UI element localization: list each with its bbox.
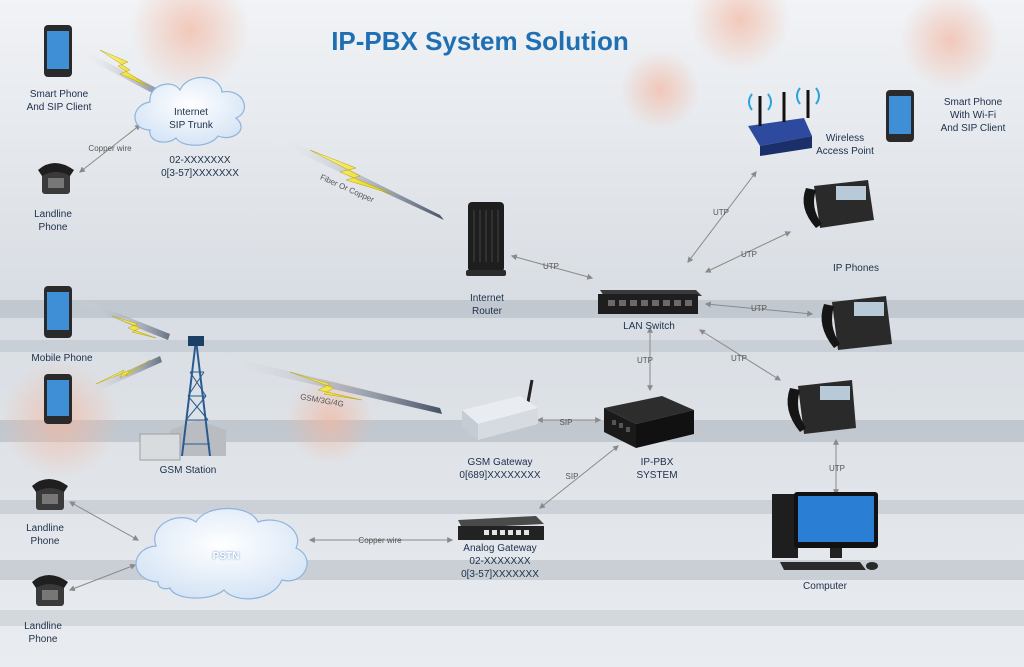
wireless-ap-label: Wireless Access Point (816, 133, 874, 157)
gsm-station-icon (139, 336, 226, 461)
internet-router-label: Internet Router (470, 293, 504, 317)
wireless-access-point-icon (748, 87, 820, 156)
link-sip-gsm-pbx: SIP (559, 418, 573, 427)
landline-phone-icon-mid (32, 479, 68, 510)
landline-phone-icon-top (38, 163, 74, 194)
internet-sip-trunk-label: Internet SIP Trunk (169, 107, 213, 131)
lan-switch-icon (598, 290, 702, 314)
sip-trunk-numbers-label: 02-XXXXXXX 0[3-57]XXXXXXX (161, 155, 239, 179)
analog-gateway-icon (458, 516, 544, 540)
link-utp-switch-ap: UTP (713, 208, 729, 217)
ip-phones-label: IP Phones (833, 263, 879, 274)
link-utp-switch-pbx: UTP (637, 356, 653, 365)
smartphone-wifi-icon (886, 90, 914, 142)
landline-phone-icon-bottom (32, 575, 68, 606)
link-utp-router-switch: UTP (543, 262, 559, 271)
smartphone-sip-label: Smart Phone And SIP Client (26, 89, 92, 113)
lan-switch-label: LAN Switch (623, 321, 675, 332)
analog-gateway-label: Analog Gateway 02-XXXXXXX 0[3-57]XXXXXXX (461, 543, 539, 580)
pstn-label: PSTN (212, 551, 240, 562)
gsm-gateway-icon (462, 379, 538, 440)
connection-lines (68, 124, 839, 592)
mobile-phone-icon (44, 286, 72, 338)
gsm-gateway-label: GSM Gateway 0[689]XXXXXXXX (459, 457, 541, 481)
ippbx-system-icon (604, 396, 694, 448)
link-sip-analog-pbx: SIP (565, 472, 579, 481)
lightning-bolts (95, 49, 393, 401)
link-copper-wire-top: Copper wire (88, 144, 132, 153)
mobile-phone-label: Mobile Phone (31, 353, 93, 364)
page-title: IP-PBX System Solution (331, 26, 629, 56)
internet-router-icon (466, 202, 506, 276)
cloud-pstn (135, 507, 308, 600)
ip-phone-icon-3 (787, 380, 856, 434)
landline-mid-label: Landline Phone (26, 523, 64, 547)
cloud-internet-sip-trunk (134, 76, 245, 146)
gsm-station-label: GSM Station (159, 465, 217, 476)
link-copper-wire-pstn: Copper wire (358, 536, 402, 545)
link-utp-switch-phone3: UTP (731, 354, 747, 363)
link-utp-phone-computer: UTP (829, 464, 845, 473)
link-utp-switch-phone2: UTP (751, 304, 767, 313)
smartphone-sip-icon (44, 25, 72, 77)
computer-label: Computer (803, 581, 847, 592)
ip-phone-icon-2 (821, 296, 892, 350)
ippbx-label: IP-PBX SYSTEM (636, 457, 678, 481)
mobile-phone-icon-2 (44, 374, 72, 424)
smartphone-wifi-label: Smart Phone With Wi-Fi And SIP Client (940, 97, 1006, 134)
ip-phone-icon-1 (803, 180, 874, 228)
link-utp-switch-phone1: UTP (741, 250, 757, 259)
computer-icon (772, 492, 878, 570)
landline-bottom-label: Landline Phone (24, 621, 62, 645)
landline-top-label: Landline Phone (34, 209, 72, 233)
